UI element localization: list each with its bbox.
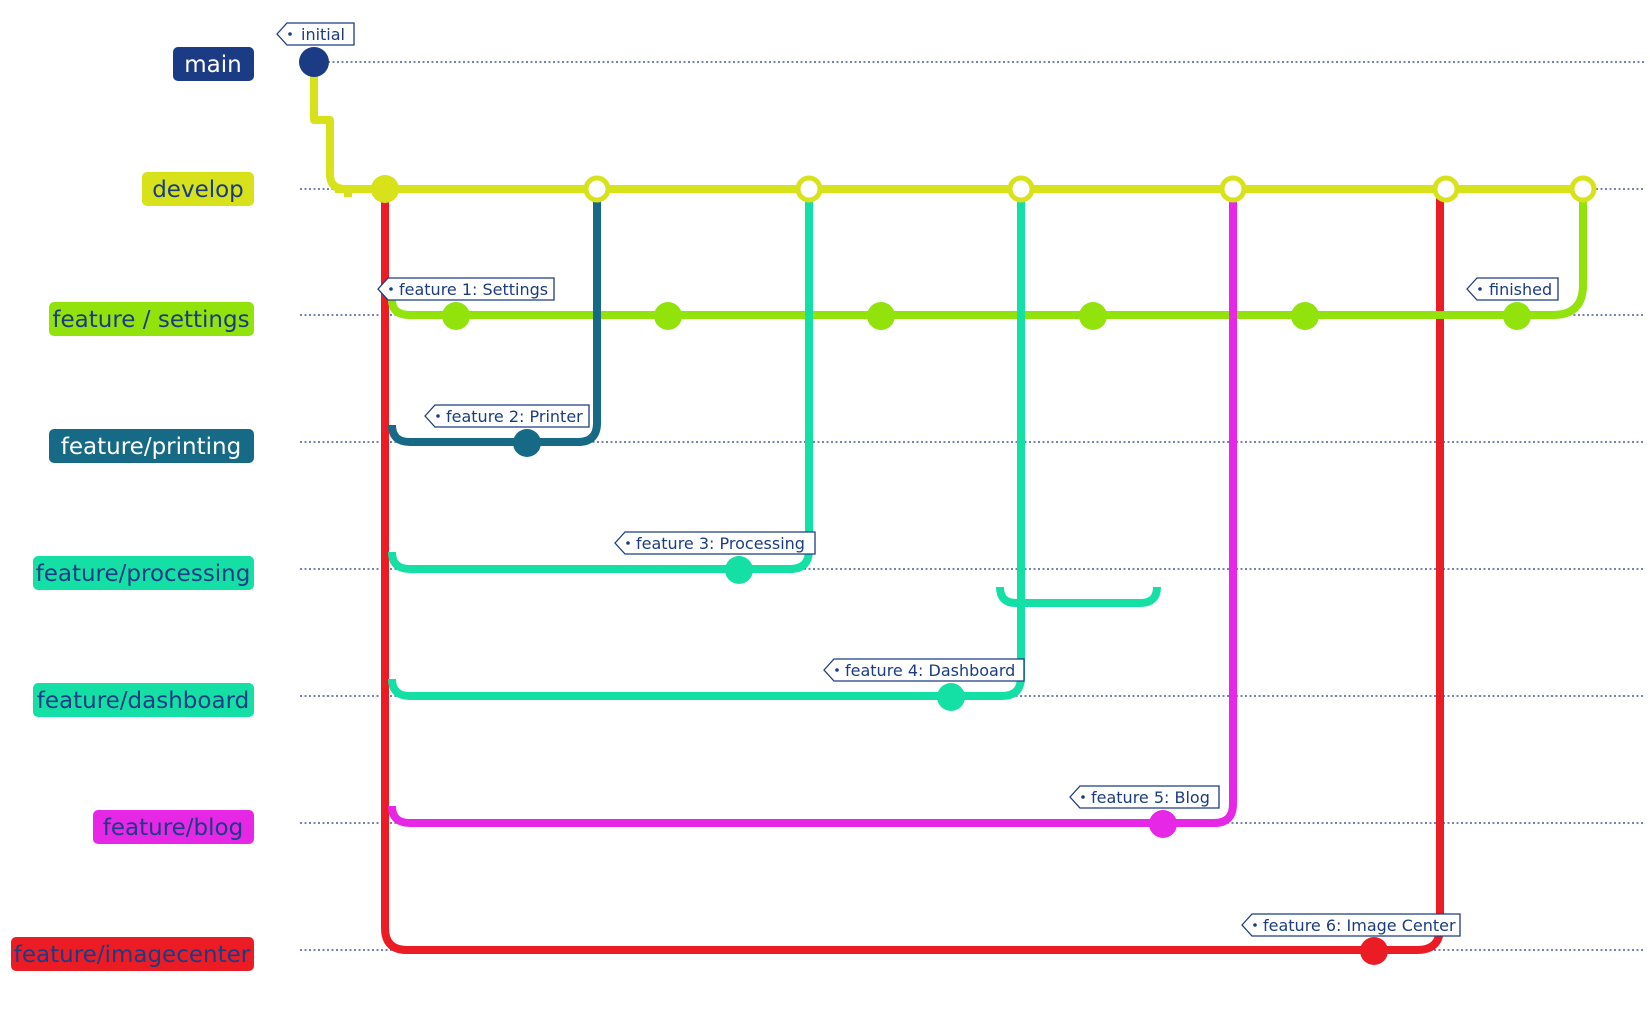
tag-f2-shape [424, 404, 590, 428]
tag-f5[interactable]: feature 5: Blog [1069, 785, 1220, 809]
tag-f4-hole [835, 668, 839, 672]
branch-label-develop-bg [142, 172, 254, 206]
path-main-to-develop [310, 64, 352, 197]
branch-label-processing[interactable]: feature/processing [33, 556, 254, 590]
tag-f5-text: feature 5: Blog [1091, 788, 1210, 807]
tag-f1-hole [389, 287, 393, 291]
merge-commit-settings[interactable] [1569, 175, 1597, 203]
tag-f4-shape [823, 658, 1025, 682]
merge-commit-printing[interactable] [583, 175, 611, 203]
tag-f1-text: feature 1: Settings [399, 280, 548, 299]
tag-initial-text: initial [301, 25, 345, 44]
branch-label-dashboard-text: feature/dashboard [37, 688, 249, 714]
branch-labels: main develop feature / settings feature/… [11, 47, 254, 971]
tags: initial feature 1: Settings finished fea… [276, 22, 1559, 937]
branch-label-blog[interactable]: feature/blog [93, 810, 254, 844]
tag-initial-shape [276, 22, 355, 46]
path-processing [388, 189, 813, 573]
tag-f6[interactable]: feature 6: Image Center [1241, 913, 1461, 937]
branch-label-main-bg [173, 47, 254, 81]
merge-commits [583, 175, 1597, 203]
tag-f2-hole [436, 414, 440, 418]
commit-dashboard[interactable] [937, 683, 965, 711]
commit-develop-start[interactable] [371, 175, 399, 203]
commit-imagecenter[interactable] [1360, 937, 1388, 965]
tag-finished[interactable]: finished [1466, 277, 1559, 301]
tag-f2-text: feature 2: Printer [446, 407, 583, 426]
merge-commit-imagecenter[interactable] [1432, 175, 1460, 203]
branch-label-imagecenter-text: feature/imagecenter [14, 942, 251, 968]
tag-f1-shape [377, 277, 555, 301]
tag-initial[interactable]: initial [276, 22, 355, 46]
tag-f5-shape [1069, 785, 1220, 809]
path-blog [388, 189, 1237, 827]
branch-label-blog-bg [93, 810, 254, 844]
branch-label-develop-text: develop [152, 177, 244, 203]
tag-initial-hole [288, 32, 292, 36]
commit-settings-3[interactable] [867, 302, 895, 330]
branch-label-develop[interactable]: develop [142, 172, 254, 206]
branch-label-settings[interactable]: feature / settings [49, 302, 254, 336]
merge-commit-dashboard[interactable] [1007, 175, 1035, 203]
branch-label-settings-text: feature / settings [52, 307, 249, 333]
merge-commit-blog[interactable] [1219, 175, 1247, 203]
tag-f3-hole [626, 541, 630, 545]
commit-blog[interactable] [1149, 810, 1177, 838]
branch-label-main[interactable]: main [173, 47, 254, 81]
tag-f6-text: feature 6: Image Center [1263, 916, 1456, 935]
tag-f4-text: feature 4: Dashboard [845, 661, 1015, 680]
branch-label-processing-bg [33, 556, 254, 590]
branch-label-dashboard-bg [33, 683, 254, 717]
branch-label-settings-bg [49, 302, 254, 336]
settings-commits [442, 302, 1531, 330]
path-dashboard [388, 189, 1025, 700]
branch-paths [310, 64, 1587, 954]
branch-label-dashboard[interactable]: feature/dashboard [33, 683, 254, 717]
tag-f6-shape [1241, 913, 1461, 937]
path-imagecenter [381, 189, 1444, 954]
commit-settings-4[interactable] [1079, 302, 1107, 330]
tag-finished-text: finished [1489, 280, 1552, 299]
commit-settings-5[interactable] [1291, 302, 1319, 330]
path-settings [388, 189, 1587, 319]
branch-label-imagecenter[interactable]: feature/imagecenter [11, 937, 254, 971]
branch-label-processing-text: feature/processing [36, 561, 251, 587]
merge-commit-processing[interactable] [795, 175, 823, 203]
tag-f2[interactable]: feature 2: Printer [424, 404, 590, 428]
commit-settings-1[interactable] [442, 302, 470, 330]
tag-f6-hole [1253, 923, 1257, 927]
path-teal-hook [996, 586, 1161, 607]
branch-label-printing-text: feature/printing [61, 434, 241, 460]
commit-processing[interactable] [725, 556, 753, 584]
branch-label-blog-text: feature/blog [103, 815, 243, 841]
commit-settings-6[interactable] [1503, 302, 1531, 330]
tag-f1[interactable]: feature 1: Settings [377, 277, 555, 301]
commit-main-initial[interactable] [299, 47, 329, 77]
commit-dots [299, 47, 1597, 965]
tag-finished-shape [1466, 277, 1559, 301]
tag-f5-hole [1081, 795, 1085, 799]
tag-f4[interactable]: feature 4: Dashboard [823, 658, 1025, 682]
commit-settings-2[interactable] [654, 302, 682, 330]
branch-label-main-text: main [184, 52, 241, 78]
path-printing [388, 189, 601, 446]
commit-printing[interactable] [513, 429, 541, 457]
branch-label-imagecenter-bg [11, 937, 254, 971]
tag-f3-text: feature 3: Processing [636, 534, 805, 553]
branch-label-printing-bg [49, 429, 254, 463]
tag-f3-shape [614, 531, 816, 555]
tag-finished-hole [1478, 287, 1482, 291]
branch-label-printing[interactable]: feature/printing [49, 429, 254, 463]
tag-f3[interactable]: feature 3: Processing [614, 531, 816, 555]
